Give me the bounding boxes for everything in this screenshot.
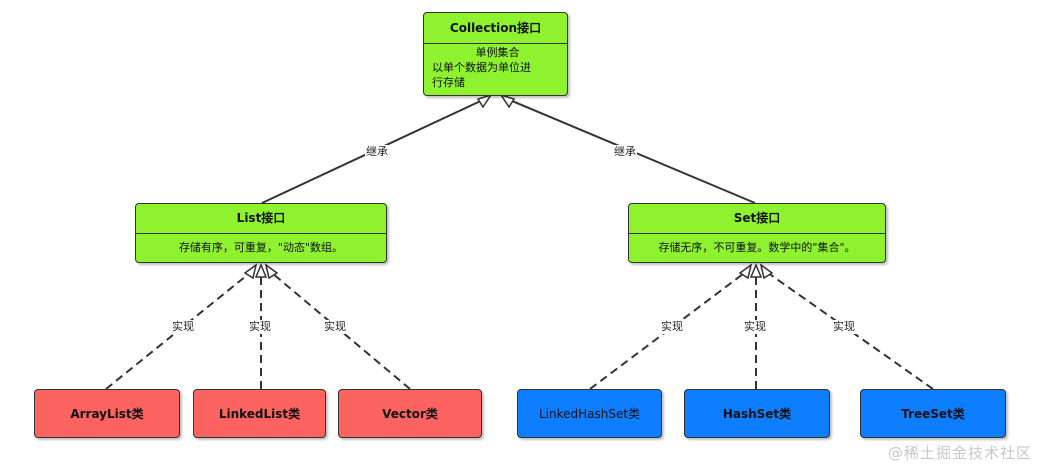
linkedlist-class-label: LinkedList类	[218, 407, 301, 421]
collection-title: Collection接口	[449, 21, 542, 35]
impl-arrowhead-list-2	[254, 263, 268, 278]
hashset-class-label: HashSet类	[722, 407, 792, 421]
watermark: @稀土掘金技术社区	[887, 444, 1032, 462]
impl-arrowhead-set-3	[759, 263, 774, 280]
impl-arrowhead-list-1	[243, 263, 258, 280]
hashset-class-node: HashSet类	[684, 389, 830, 438]
treeset-class-node: TreeSet类	[860, 389, 1006, 438]
collection-body-line-3: 行存储	[432, 76, 465, 89]
impl-label-vector: 实现	[323, 320, 347, 334]
impl-label-treeset: 实现	[832, 320, 856, 334]
collection-body: 单例集合 以单个数据为单位进 行存储	[424, 44, 567, 90]
linkedhashset-class-label: LinkedHashSet类	[538, 407, 641, 421]
list-separator	[136, 233, 386, 234]
inherit-arrowhead-set	[499, 93, 516, 109]
linkedhashset-class-node: LinkedHashSet类	[517, 389, 662, 438]
collection-interface-node: Collection接口 单例集合 以单个数据为单位进 行存储	[423, 12, 568, 96]
treeset-class-label: TreeSet类	[901, 407, 965, 421]
arraylist-class-node: ArrayList类	[34, 389, 180, 438]
arraylist-class-label: ArrayList类	[70, 407, 144, 421]
impl-label-arraylist: 实现	[171, 320, 195, 334]
impl-arrowhead-list-3	[264, 263, 279, 280]
set-body: 存储无序，不可重复。数学中的"集合"。	[658, 241, 856, 254]
impl-label-linkedlist: 实现	[248, 320, 272, 334]
vector-class-label: Vector类	[382, 407, 438, 421]
list-body: 存储有序，可重复，"动态"数组。	[178, 241, 344, 254]
inherit-label-list: 继承	[365, 145, 389, 159]
vector-class-node: Vector类	[338, 389, 482, 438]
collection-body-line-1: 单例集合	[475, 46, 520, 59]
set-interface-node: Set接口 存储无序，不可重复。数学中的"集合"。	[628, 203, 886, 263]
inherit-label-set: 继承	[613, 145, 637, 159]
impl-label-hashset: 实现	[743, 320, 767, 334]
impl-arrowhead-set-1	[738, 263, 753, 280]
impl-label-linkedhashset: 实现	[660, 320, 684, 334]
impl-edge-linkedhashset	[589, 267, 752, 390]
set-title: Set接口	[733, 211, 781, 225]
linkedlist-class-node: LinkedList类	[193, 389, 326, 438]
inherit-arrowhead-list	[476, 93, 493, 109]
list-interface-node: List接口 存储有序，可重复，"动态"数组。	[135, 203, 387, 263]
collection-body-line-2: 以单个数据为单位进	[432, 61, 531, 74]
impl-arrowhead-set-2	[749, 263, 763, 278]
collection-separator	[424, 43, 567, 44]
set-separator	[629, 233, 885, 234]
list-title: List接口	[236, 211, 286, 225]
